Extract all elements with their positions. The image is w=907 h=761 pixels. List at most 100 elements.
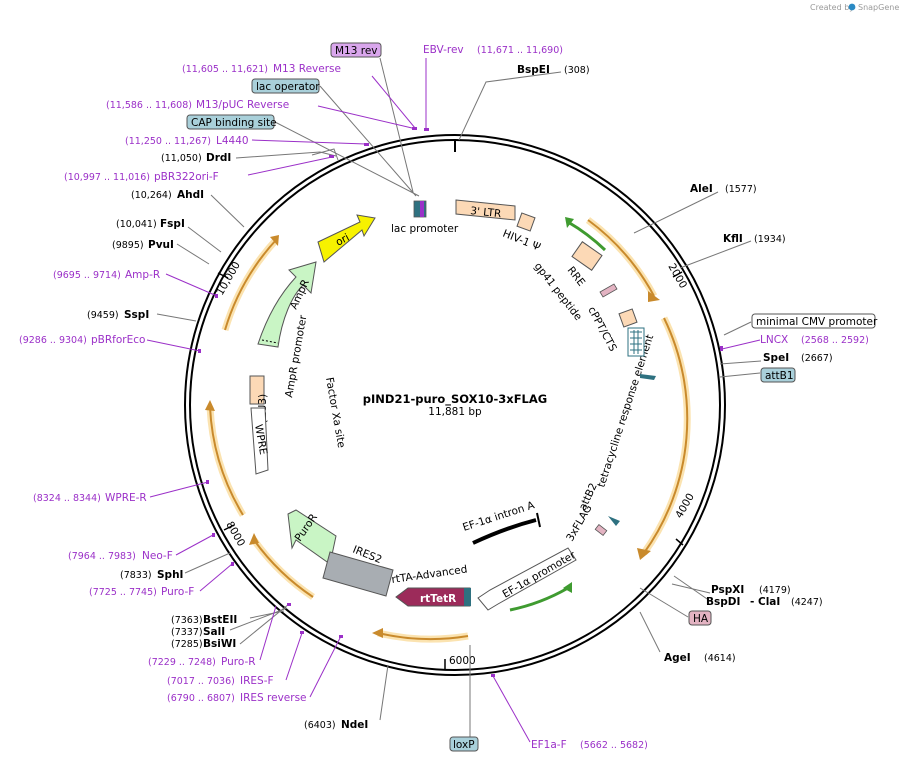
ef1a-green-arc: [509, 586, 569, 612]
site-bspdi-clai[interactable]: BspDI - ClaI (4247): [706, 596, 823, 608]
site-sali-coord: (7337): [171, 627, 203, 638]
site-bspei-coord: (308): [564, 65, 590, 76]
primer-ires-reverse[interactable]: (6790 .. 6807) IRES reverse: [167, 692, 307, 704]
site-bspei-name: BspEI: [517, 64, 550, 76]
site-alei-coord: (1577): [725, 184, 757, 195]
primer-neo-f-name: Neo-F: [142, 550, 173, 562]
site-drdi[interactable]: (11,050) DrdI: [161, 152, 231, 164]
site-bsiwi[interactable]: (7285) BsiWI: [171, 638, 236, 650]
feature-ef1a-intron[interactable]: EF-1α intron A: [461, 499, 541, 545]
box-attb1[interactable]: attB1: [760, 367, 796, 383]
primer-ires-f[interactable]: (7017 .. 7036) IRES-F: [167, 675, 274, 687]
box-cap-binding[interactable]: CAP binding site: [186, 114, 277, 130]
primer-puro-r-name: Puro-R: [221, 656, 256, 668]
primer-puro-r[interactable]: (7229 .. 7248) Puro-R: [148, 656, 256, 668]
plasmid-name: pIND21-puro_SOX10-3xFLAG: [363, 392, 547, 407]
snapgene-logo-icon: [848, 3, 856, 11]
primer-puro-r-coord: (7229 .. 7248): [148, 657, 216, 668]
site-spei-coord: (2667): [801, 353, 833, 364]
primer-puro-f[interactable]: (7725 .. 7745) Puro-F: [89, 586, 194, 598]
primer-neo-f-coord: (7964 .. 7983): [68, 551, 136, 562]
primer-ef1a-f-coord: (5662 .. 5682): [580, 740, 648, 751]
site-bspei[interactable]: BspEI (308): [517, 64, 590, 76]
box-minimal-cmv[interactable]: minimal CMV promoter: [751, 313, 878, 329]
credit-prefix: Created by: [810, 3, 854, 12]
site-pspxi[interactable]: PspXI (4179): [711, 584, 791, 596]
box-m13-rev[interactable]: M13 rev: [330, 42, 382, 58]
primer-l4440[interactable]: (11,250 .. 11,267) L4440: [125, 135, 249, 147]
credit-brand: SnapGene: [858, 3, 899, 12]
primer-ebv-rev[interactable]: EBV-rev (11,671 .. 11,690): [423, 44, 563, 56]
primer-pbr322ori-f-coord: (10,997 .. 11,016): [64, 172, 150, 183]
feature-ires2[interactable]: IRES2: [322, 544, 394, 597]
site-ahdi[interactable]: (10,264) AhdI: [131, 189, 204, 201]
box-attb1-label: attB1: [765, 370, 794, 382]
primer-lncx-name: LNCX: [760, 334, 788, 346]
primer-l4440-name: L4440: [216, 135, 249, 147]
box-lac-operator[interactable]: lac operator: [251, 78, 320, 94]
feature-ef1a-promoter[interactable]: EF-1α promoter: [477, 547, 578, 611]
site-clai-sep: -: [750, 596, 754, 608]
feature-ltr3[interactable]: 3' LTR: [455, 199, 516, 221]
rttetr-label: rtTetR: [420, 593, 456, 605]
primer-marks: [198, 127, 723, 677]
orf-arrowheads: [205, 235, 660, 638]
site-bsteii[interactable]: (7363) BstEII: [171, 614, 237, 626]
site-sphi[interactable]: (7833) SphI: [120, 569, 183, 581]
primer-lncx[interactable]: LNCX (2568 .. 2592): [760, 334, 869, 346]
site-kfli[interactable]: KflI (1934): [723, 233, 786, 245]
primer-amp-r-name: Amp-R: [125, 269, 160, 281]
site-drdi-coord: (11,050): [161, 153, 202, 164]
site-sali[interactable]: (7337) SalI: [171, 626, 225, 638]
primer-m13-reverse[interactable]: (11,605 .. 11,621) M13 Reverse: [182, 63, 341, 75]
tick-8000: 8000: [223, 520, 247, 549]
site-agei[interactable]: AgeI (4614): [664, 652, 736, 664]
site-sspi-coord: (9459): [87, 310, 119, 321]
orf-arcs: [206, 217, 691, 643]
primer-m13-puc-reverse-name: M13/pUC Reverse: [196, 99, 289, 111]
site-sspi[interactable]: (9459) SspI: [87, 309, 149, 321]
site-bsiwi-name: BsiWI: [203, 638, 236, 650]
primer-pbrforeco[interactable]: (9286 .. 9304) pBRforEco: [19, 334, 145, 346]
site-pvui[interactable]: (9895) PvuI: [112, 239, 174, 251]
backbone-outer-strand: [184, 134, 726, 676]
primer-wpre-r[interactable]: (8324 .. 8344) WPRE-R: [33, 492, 147, 504]
snapgene-credit: Created by SnapGene: [810, 3, 899, 12]
rtta-advanced-label: rtTA-Advanced: [391, 563, 468, 586]
feature-wpre[interactable]: WPRE: [250, 407, 269, 475]
box-loxp[interactable]: loxP: [449, 736, 479, 752]
feature-puror[interactable]: PuroR: [287, 509, 337, 565]
box-ha-label: HA: [693, 613, 709, 625]
site-fspi-name: FspI: [160, 218, 185, 230]
primer-ebv-rev-name: EBV-rev: [423, 44, 464, 56]
feature-ampr[interactable]: AmpR: [257, 261, 317, 348]
primer-m13-puc-reverse[interactable]: (11,586 .. 11,608) M13/pUC Reverse: [106, 99, 289, 111]
feature-rre[interactable]: RRE: [565, 241, 603, 289]
primer-pbr322ori-f[interactable]: (10,997 .. 11,016) pBR322ori-F: [64, 171, 219, 183]
primer-amp-r[interactable]: (9695 .. 9714) Amp-R: [53, 269, 160, 281]
primer-pbrforeco-name: pBRforEco: [91, 334, 145, 346]
primer-ires-reverse-coord: (6790 .. 6807): [167, 693, 235, 704]
factor-xa-label: Factor Xa site: [323, 376, 347, 448]
site-sphi-coord: (7833): [120, 570, 152, 581]
feature-lac-promoter[interactable]: lac promoter: [391, 200, 459, 235]
site-fspi[interactable]: (10,041) FspI: [116, 218, 185, 230]
primer-puro-f-name: Puro-F: [161, 586, 194, 598]
site-spei[interactable]: SpeI (2667): [763, 352, 833, 364]
feature-tre-block[interactable]: [618, 308, 656, 380]
site-ndei-coord: (6403): [304, 720, 336, 731]
feature-ori[interactable]: ori: [317, 214, 376, 263]
primer-ebv-rev-coord: (11,671 .. 11,690): [477, 45, 563, 56]
primer-wpre-r-coord: (8324 .. 8344): [33, 493, 101, 504]
primer-ef1a-f[interactable]: EF1a-F (5662 .. 5682): [531, 739, 648, 751]
site-ndei[interactable]: (6403) NdeI: [304, 719, 368, 731]
primer-ires-f-coord: (7017 .. 7036): [167, 676, 235, 687]
purple-leaders: [146, 58, 761, 743]
feature-rttetr[interactable]: rtTetR: [395, 587, 471, 607]
ampr-promoter-label: AmpR promoter: [283, 314, 309, 399]
box-ha[interactable]: HA: [688, 610, 712, 626]
site-spei-name: SpeI: [763, 352, 789, 364]
primer-neo-f[interactable]: (7964 .. 7983) Neo-F: [68, 550, 173, 562]
site-alei[interactable]: AleI (1577): [690, 183, 757, 195]
